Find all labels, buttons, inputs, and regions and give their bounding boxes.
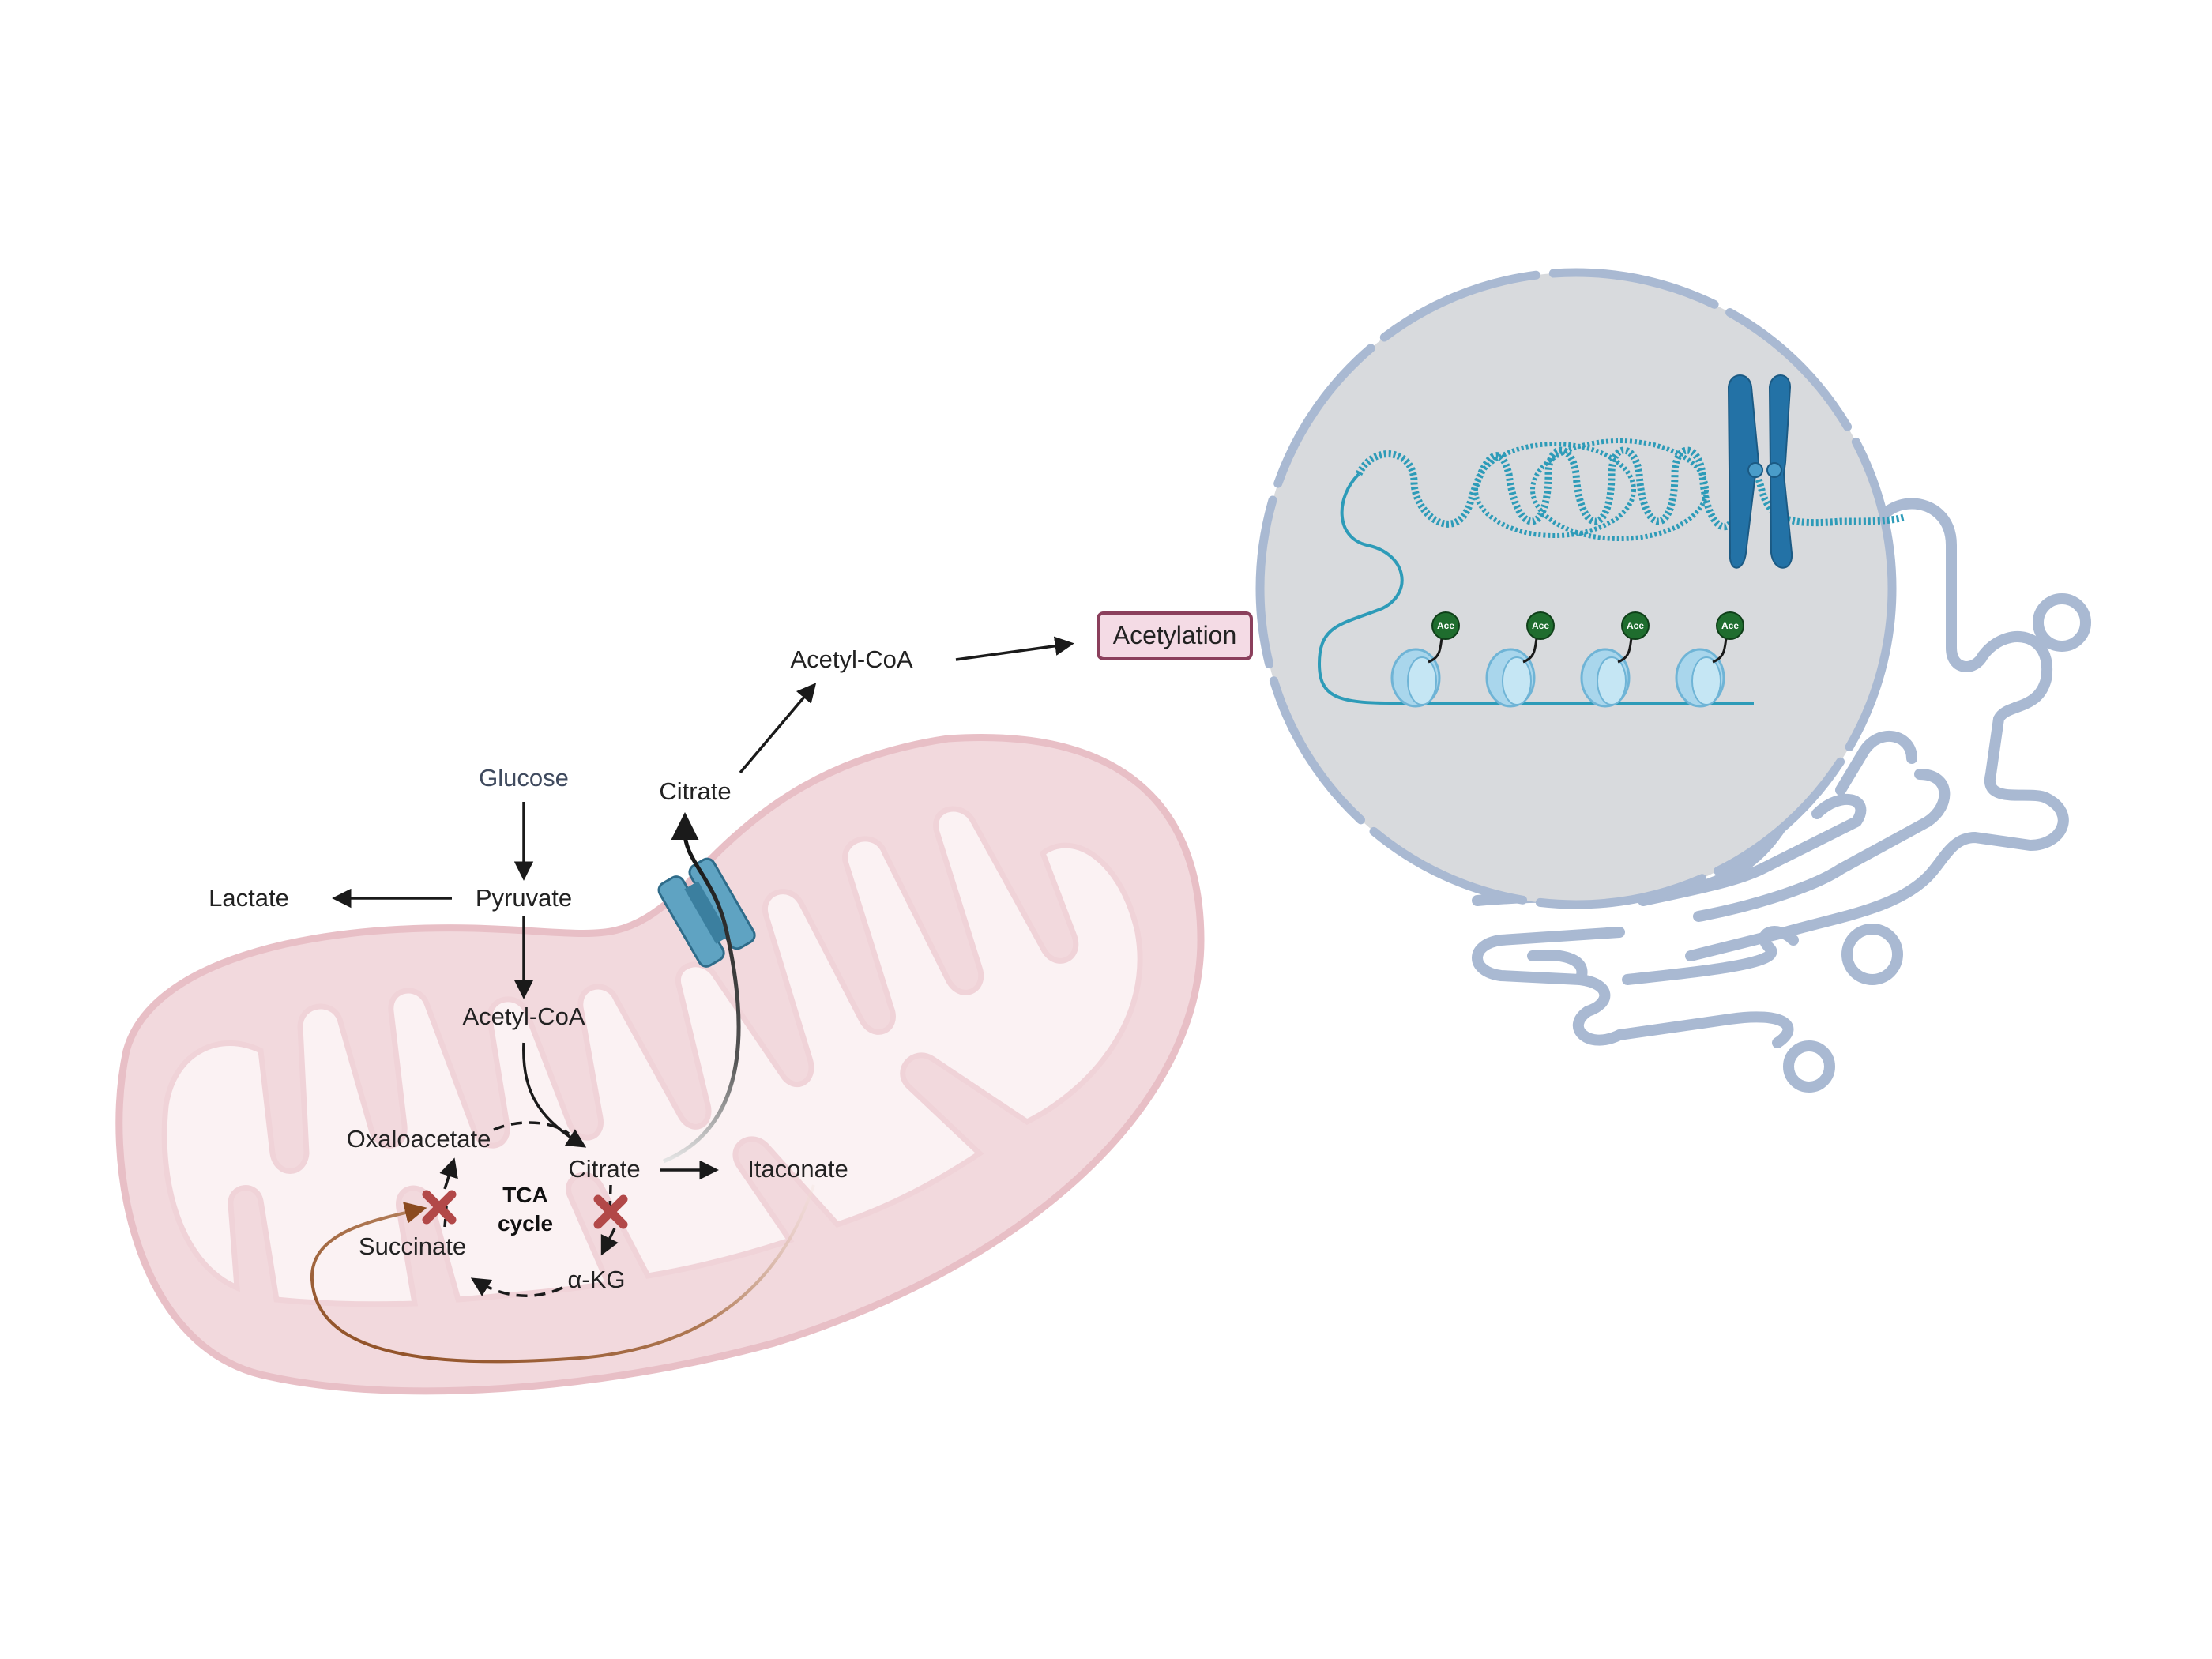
- ace-label: Ace: [1437, 620, 1454, 631]
- mitochondrion: [115, 734, 1205, 1395]
- ace-label: Ace: [1627, 620, 1644, 631]
- nuclear-envelope: [1255, 268, 1897, 909]
- label-oxaloacetate: Oxaloacetate: [347, 1125, 491, 1153]
- arrow-akg-direction: [600, 1228, 619, 1256]
- nucleosome-2: [1485, 623, 1542, 708]
- label-tca-line1: TCA: [502, 1183, 548, 1207]
- chromosome: [1727, 374, 1793, 569]
- arrow-acetylcoa-acetylation: [955, 636, 1074, 661]
- nucleus: [1255, 268, 1897, 909]
- pathway-arrows: [332, 636, 1074, 1297]
- arrow-citrate-export: [663, 829, 741, 1164]
- label-pyruvate: Pyruvate: [476, 884, 572, 912]
- arrow-itaconate-succinate: [310, 1184, 815, 1364]
- label-akg: α-KG: [567, 1266, 625, 1293]
- inhibit-x-succinate: [422, 1190, 457, 1224]
- ace-badge-1: Ace: [1431, 611, 1460, 640]
- label-acetyl-coa-mito: Acetyl-CoA: [462, 1003, 585, 1030]
- arrow-akg-succinate: [470, 1277, 563, 1297]
- nucleosome-3: [1580, 623, 1637, 708]
- ace-badge-4: Ace: [1716, 611, 1744, 640]
- label-tca-line2: cycle: [498, 1211, 553, 1236]
- ace-label: Ace: [1532, 620, 1549, 631]
- label-lactate: Lactate: [209, 884, 289, 912]
- arrow-oxaloacetate-citrate: [493, 1121, 570, 1135]
- mitochondrion-inner-membrane: [161, 806, 1143, 1307]
- arrow-citrate-acetylcoa: [739, 683, 817, 774]
- arrow-succinate-oxaloacetate-head: [439, 1157, 458, 1190]
- label-glucose: Glucose: [479, 764, 569, 792]
- dna-strand: [1317, 472, 1754, 705]
- acetylation-box: Acetylation: [1097, 611, 1253, 660]
- ace-badge-2: Ace: [1526, 611, 1555, 640]
- label-citrate-cyto: Citrate: [659, 777, 731, 805]
- nucleosome-1: [1390, 623, 1447, 708]
- label-acetyl-coa-cyto: Acetyl-CoA: [790, 645, 912, 673]
- inhibit-x-akg: [593, 1194, 628, 1229]
- nucleosome-4: [1675, 623, 1732, 708]
- label-itaconate: Itaconate: [747, 1155, 848, 1183]
- label-acetylation: Acetylation: [1113, 621, 1237, 649]
- label-citrate-mito: Citrate: [568, 1155, 640, 1183]
- ace-badge-3: Ace: [1621, 611, 1650, 640]
- ace-label: Ace: [1721, 620, 1739, 631]
- label-succinate: Succinate: [359, 1232, 466, 1260]
- arrow-acetylcoa-citrate: [522, 1042, 587, 1148]
